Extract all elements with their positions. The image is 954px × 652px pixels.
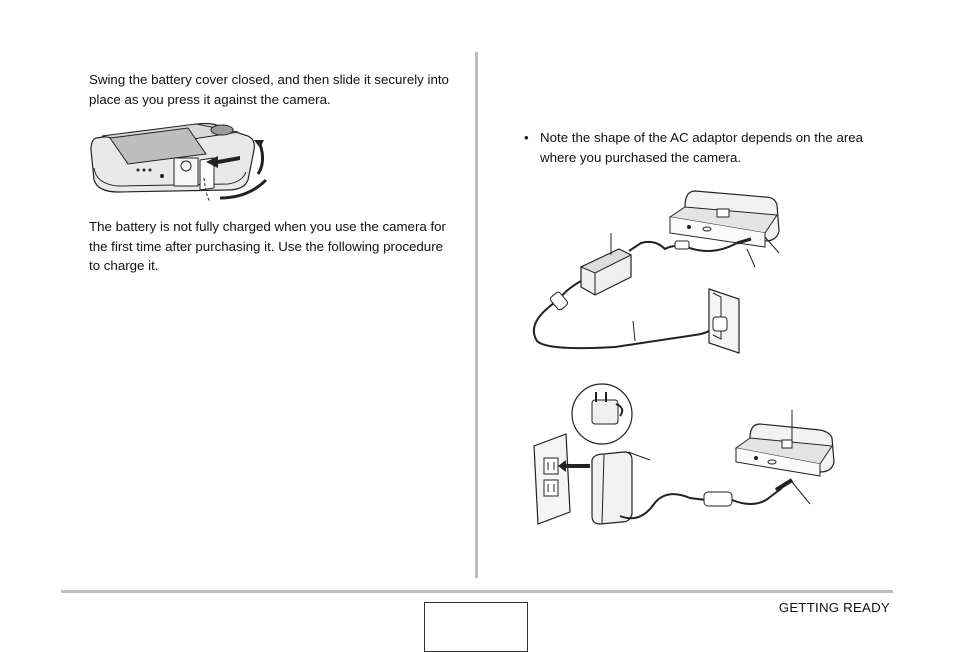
- charge-intro-text: The battery is not fully charged when yo…: [89, 219, 446, 273]
- adaptor-note-text: Note the shape of the AC adaptor depends…: [540, 130, 864, 165]
- page-number-box: [424, 602, 528, 652]
- battery-cover-instruction: Swing the battery cover closed, and then…: [89, 72, 449, 107]
- column-divider: [475, 52, 478, 578]
- ac-adaptor-cable-type-illustration: [533, 190, 780, 354]
- section-label: GETTING READY: [778, 600, 890, 615]
- footer-divider: [61, 590, 893, 593]
- bullet-symbol: •: [524, 130, 529, 145]
- camera-battery-cover-illustration: [90, 122, 268, 203]
- ac-adaptor-plug-in-type-illustration: [533, 383, 835, 525]
